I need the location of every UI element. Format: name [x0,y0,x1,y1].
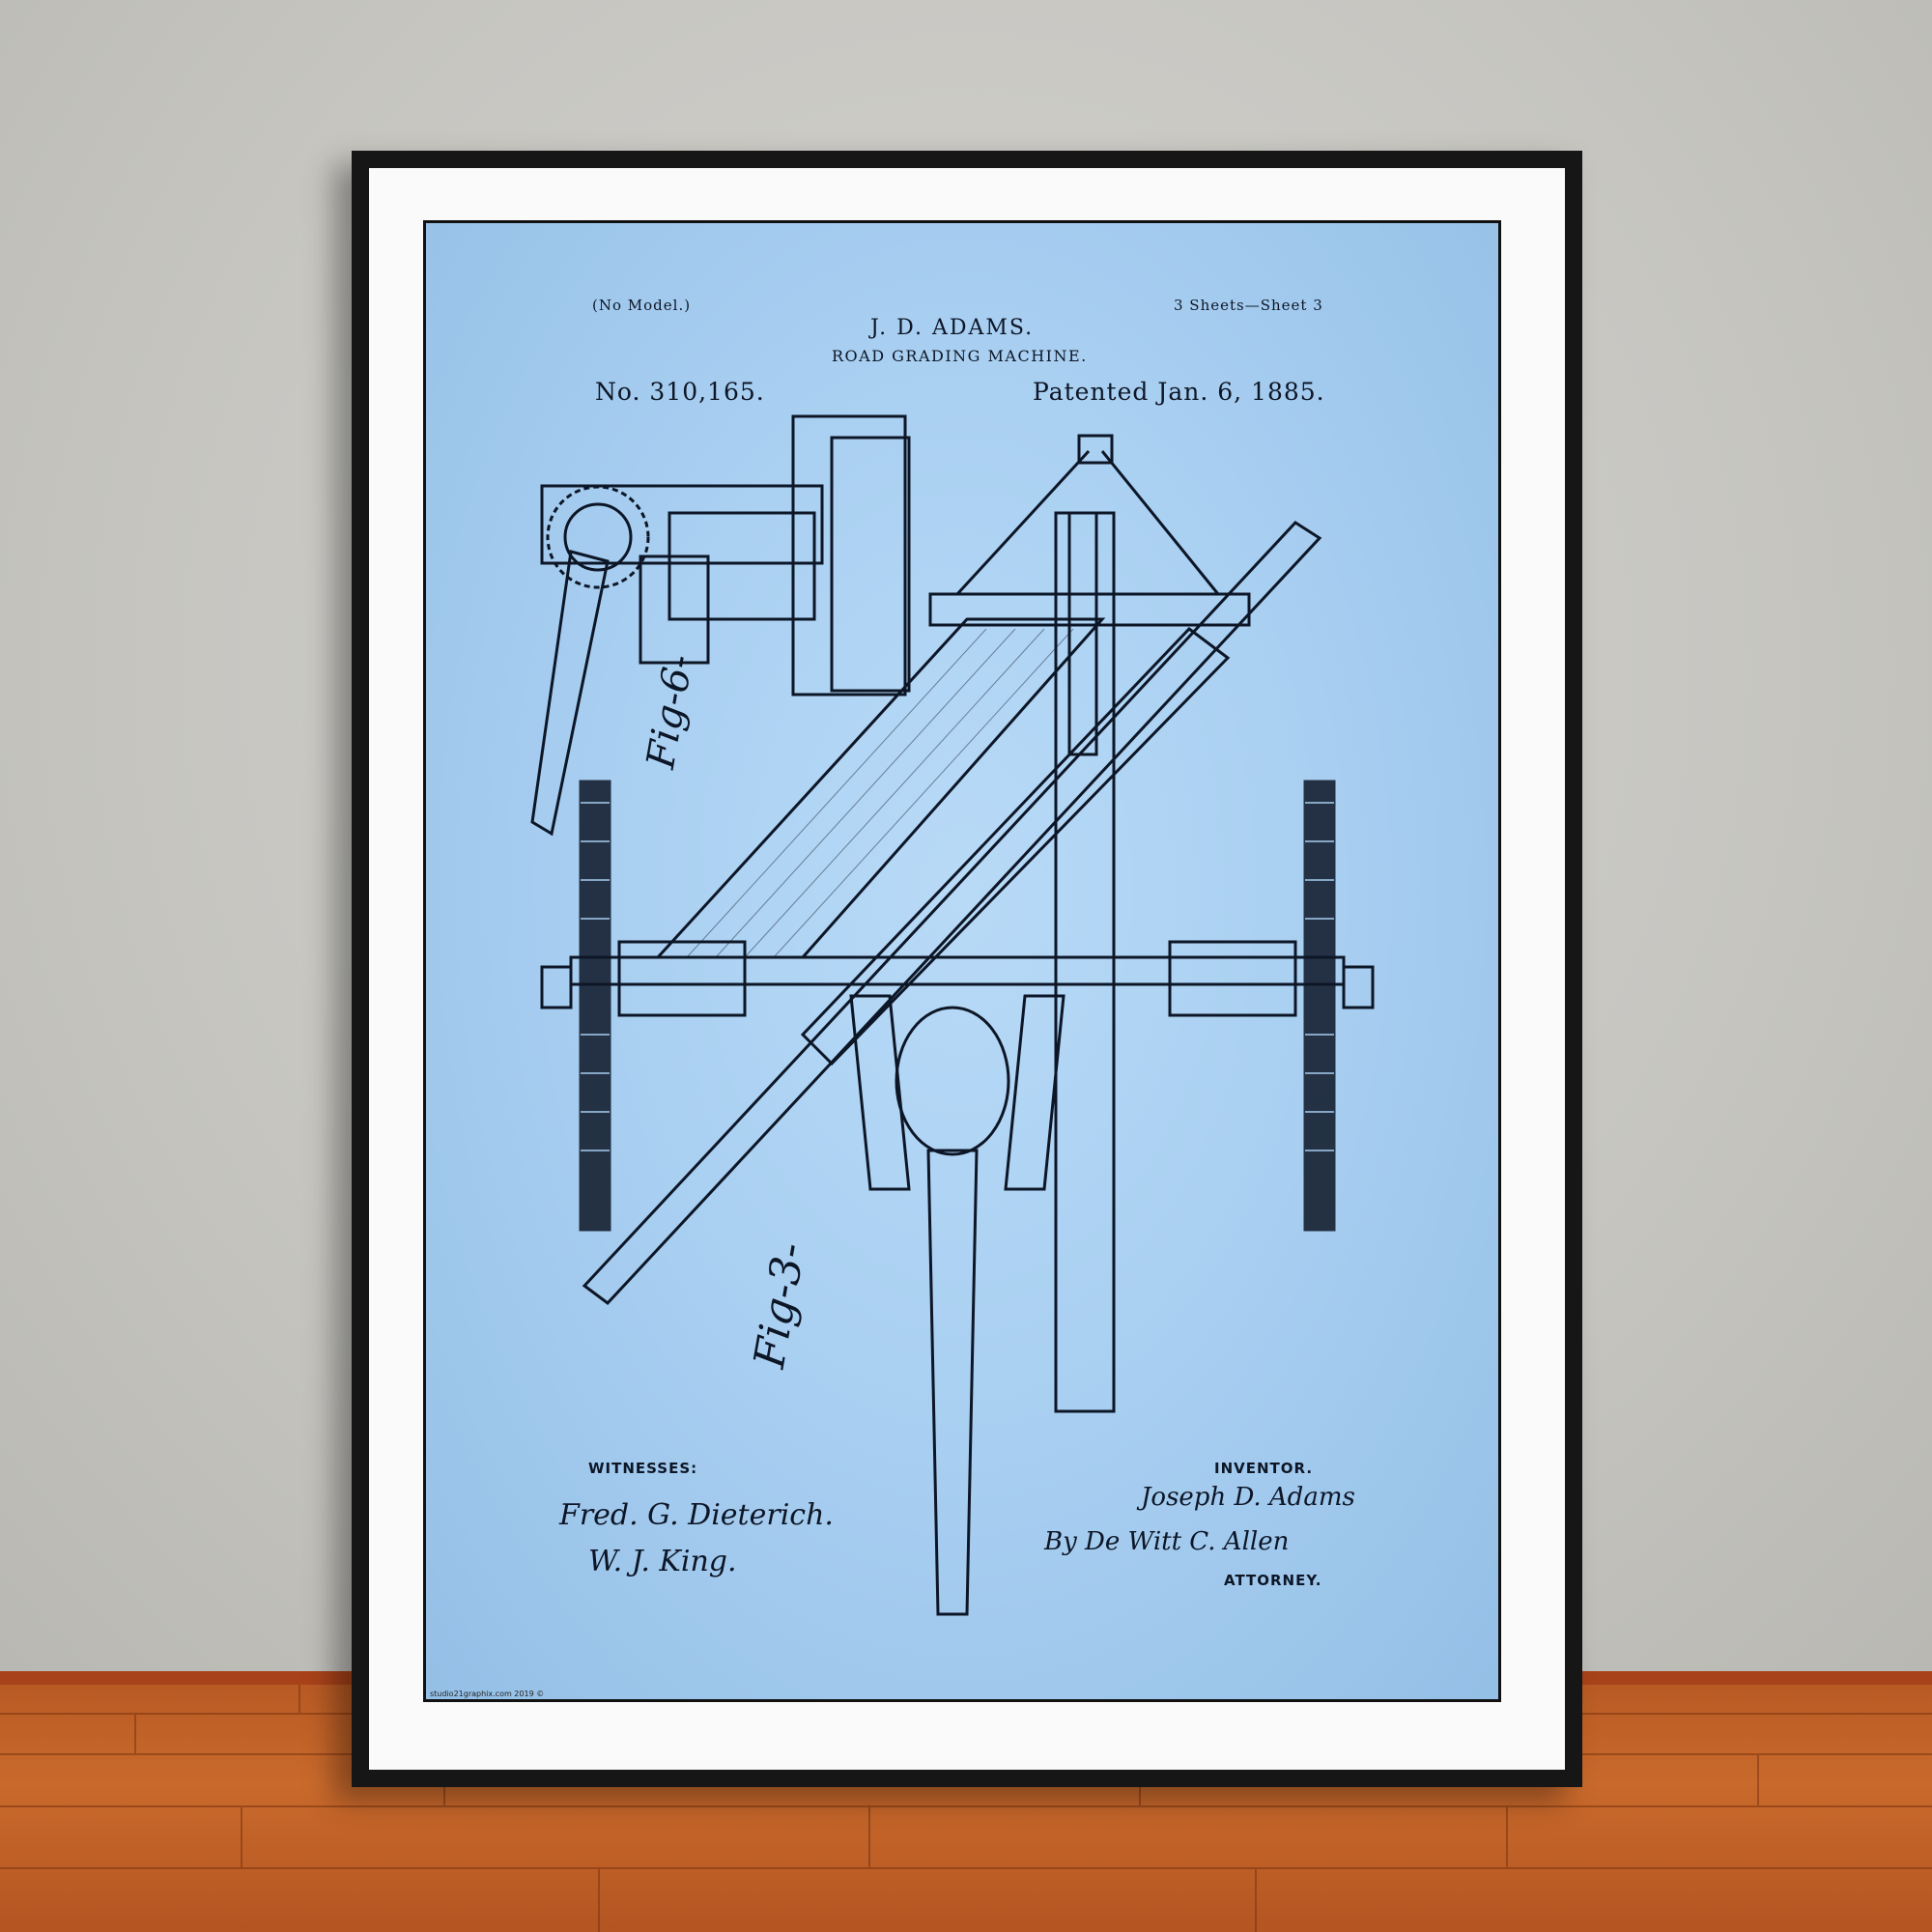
patent-number: No. 310,165. [595,378,765,406]
inventor-label: INVENTOR. [1214,1460,1314,1477]
inventor-signature: Joseph D. Adams [1141,1483,1355,1512]
patent-date: Patented Jan. 6, 1885. [1033,378,1325,406]
no-model-label: (No Model.) [592,297,692,314]
poster-frame: (No Model.) 3 Sheets—Sheet 3 J. D. ADAMS… [352,151,1582,1787]
machine-drawing [530,414,1375,1616]
witnesses-label: WITNESSES: [588,1460,698,1477]
sheets-label: 3 Sheets—Sheet 3 [1174,297,1323,314]
witness-1-signature: Fred. G. Dieterich. [559,1498,834,1532]
studio-credit: studio21graphix.com 2019 © [430,1690,545,1698]
patent-title: ROAD GRADING MACHINE. [832,347,1088,365]
witness-2-signature: W. J. King. [588,1545,737,1578]
attorney-label: ATTORNEY. [1224,1572,1322,1589]
inventor-heading: J. D. ADAMS. [870,316,1035,340]
poster-mat: (No Model.) 3 Sheets—Sheet 3 J. D. ADAMS… [369,168,1565,1770]
attorney-signature: By De Witt C. Allen [1044,1527,1290,1556]
patent-print: (No Model.) 3 Sheets—Sheet 3 J. D. ADAMS… [423,220,1501,1702]
